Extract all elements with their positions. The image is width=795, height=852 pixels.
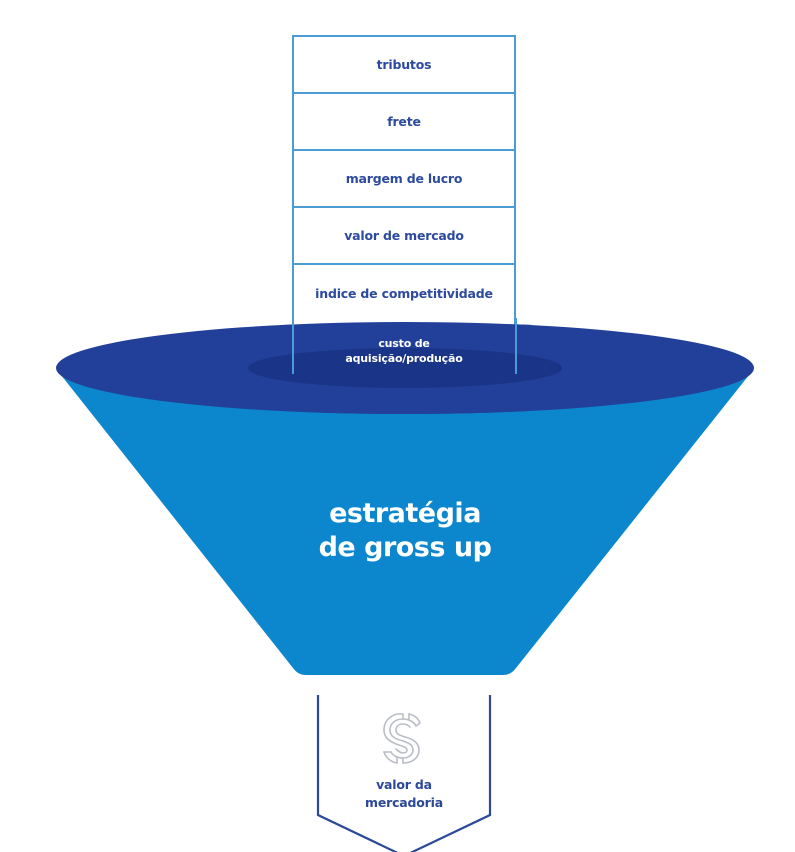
output-label: valor da mercadoria xyxy=(318,776,490,812)
stack-item-label: frete xyxy=(387,114,421,129)
funnel-label: estratégia de gross up xyxy=(220,497,590,565)
stack-item-label: valor de mercado xyxy=(344,228,464,243)
stack-item-indice-de-competitividade: indice de competitividade xyxy=(294,265,514,322)
stack-item-label: tributos xyxy=(376,57,432,72)
base-item-label: custo de aquisição/produção xyxy=(292,336,516,366)
base-item-line-2: aquisição/produção xyxy=(345,352,463,365)
price-components-stack: tributos frete margem de lucro valor de … xyxy=(292,35,516,325)
stack-item-label: margem de lucro xyxy=(345,171,463,186)
stack-item-margem-de-lucro: margem de lucro xyxy=(294,151,514,208)
output-label-line-1: valor da xyxy=(376,777,432,792)
funnel-body xyxy=(57,370,753,675)
output-label-line-2: mercadoria xyxy=(365,795,443,810)
output-arrow-outline xyxy=(316,695,492,852)
stack-item-label: indice de competitividade xyxy=(315,286,493,301)
funnel-label-line-2: de gross up xyxy=(318,532,492,563)
base-item-line-1: custo de xyxy=(378,337,430,350)
stack-item-frete: frete xyxy=(294,94,514,151)
dollar-sign-icon xyxy=(383,713,421,764)
stack-item-valor-de-mercado: valor de mercado xyxy=(294,208,514,265)
stack-item-tributos: tributos xyxy=(294,37,514,94)
funnel-label-line-1: estratégia xyxy=(329,498,481,529)
